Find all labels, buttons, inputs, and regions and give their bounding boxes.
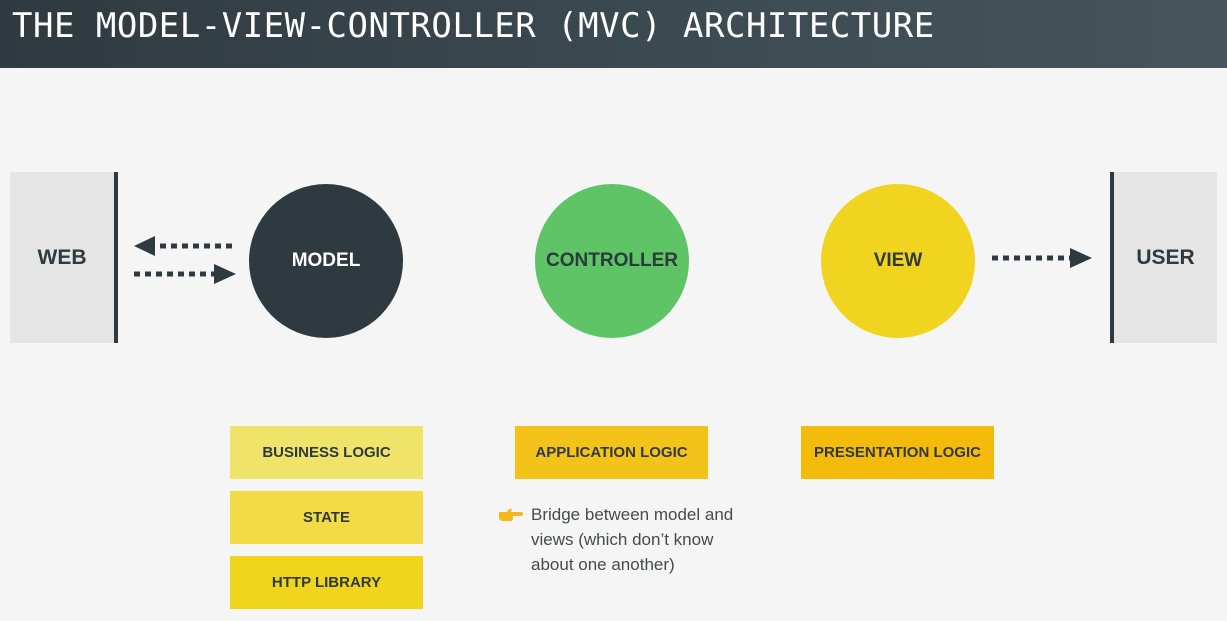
tag-business-logic: BUSINESS LOGIC [230,426,423,479]
controller-note: Bridge between model and views (which do… [497,502,741,577]
tag-http-library: HTTP LIBRARY [230,556,423,609]
user-box: USER [1110,172,1217,343]
tag-state: STATE [230,491,423,544]
controller-circle: CONTROLLER [535,184,689,338]
arrow-model-to-web [134,236,232,256]
tag-presentation-logic: PRESENTATION LOGIC [801,426,994,479]
controller-note-text: Bridge between model and views (which do… [531,505,734,574]
arrow-view-to-user [992,248,1092,268]
header-bar: THE MODEL-VIEW-CONTROLLER (MVC) ARCHITEC… [0,0,1227,68]
tag-application-logic: APPLICATION LOGIC [515,426,708,479]
web-box: WEB [10,172,118,343]
model-circle: MODEL [249,184,403,338]
page-title: THE MODEL-VIEW-CONTROLLER (MVC) ARCHITEC… [12,6,935,46]
pointing-hand-icon [499,509,523,521]
view-circle: VIEW [821,184,975,338]
arrow-web-to-model [134,264,236,284]
